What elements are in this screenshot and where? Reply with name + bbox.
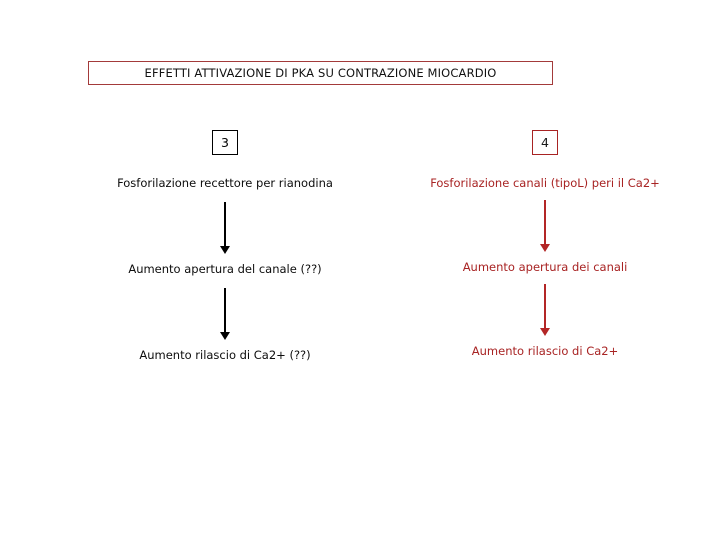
column-3-step-3: Aumento rilascio di Ca2+ (??) (139, 348, 311, 362)
column-4-arrow-down-1 (539, 200, 551, 252)
arrow-stem (224, 288, 226, 332)
column-3-number-label: 3 (221, 135, 229, 150)
arrow-head-icon (220, 246, 230, 254)
column-4-number-badge: 4 (532, 130, 558, 155)
slide-title-text: EFFETTI ATTIVAZIONE DI PKA SU CONTRAZION… (144, 66, 497, 80)
spacer (60, 155, 390, 176)
column-3-step-1: Fosforilazione recettore per rianodina (117, 176, 333, 190)
column-4-step-2: Aumento apertura dei canali (462, 260, 628, 274)
column-3-arrow-down-1 (219, 202, 231, 254)
column-4-arrow-down-2 (539, 284, 551, 336)
column-4-number-label: 4 (541, 135, 549, 150)
column-3-arrow-down-2 (219, 288, 231, 340)
column-4-step-1: Fosforilazione canali (tipoL) peri il Ca… (430, 176, 660, 190)
slide-title-box: EFFETTI ATTIVAZIONE DI PKA SU CONTRAZION… (88, 61, 553, 85)
arrow-stem (544, 284, 546, 328)
flow-column-4: 4 Fosforilazione canali (tipoL) peri il … (380, 130, 710, 358)
arrow-head-icon (540, 244, 550, 252)
column-3-number-badge: 3 (212, 130, 238, 155)
column-3-step-2: Aumento apertura del canale (??) (128, 262, 322, 276)
arrow-stem (544, 200, 546, 244)
arrow-head-icon (220, 332, 230, 340)
arrow-stem (224, 202, 226, 246)
arrow-head-icon (540, 328, 550, 336)
flow-column-3: 3 Fosforilazione recettore per rianodina… (60, 130, 390, 362)
column-4-step-3: Aumento rilascio di Ca2+ (471, 344, 619, 358)
spacer (380, 155, 710, 176)
